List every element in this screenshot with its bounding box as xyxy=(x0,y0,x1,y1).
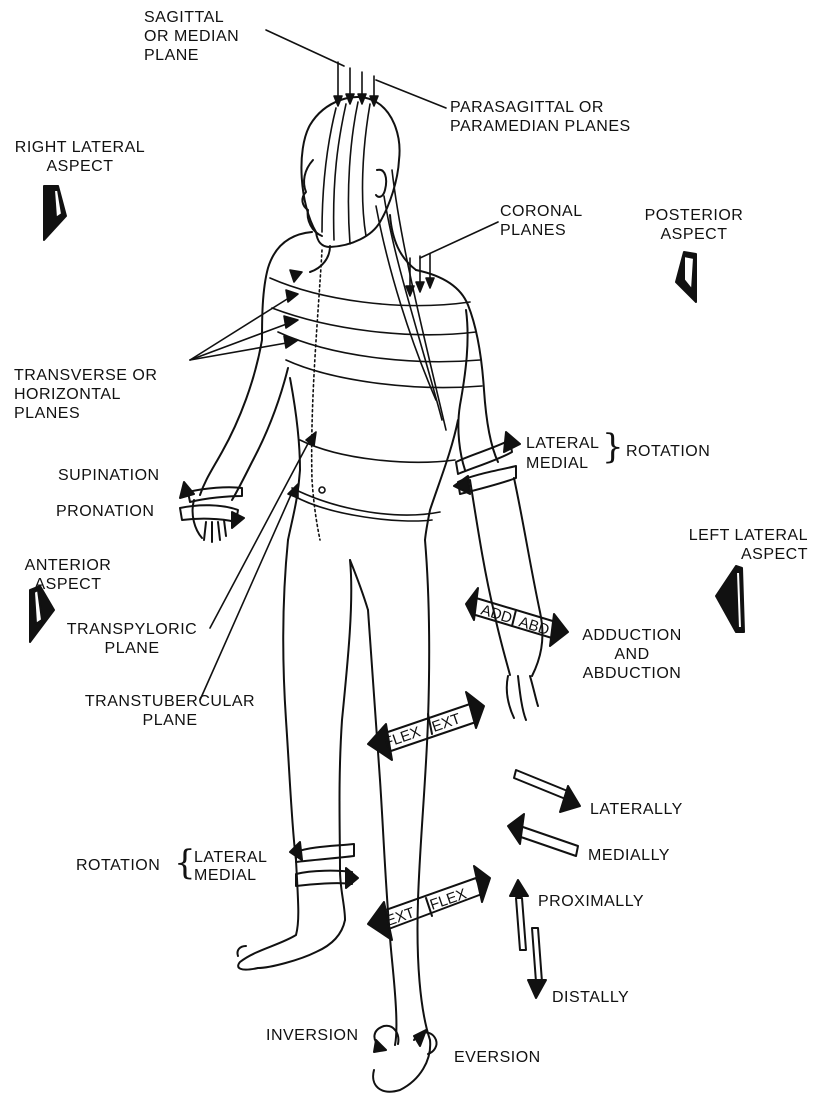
sagittal-line-4 xyxy=(363,104,370,236)
proximally-label: PROXIMALLY xyxy=(538,892,644,911)
medially-arrow xyxy=(518,826,578,856)
sagittal-planes xyxy=(266,30,446,244)
coronal-line-1 xyxy=(392,170,446,430)
distally-label: DISTALLY xyxy=(552,988,629,1007)
coronal-planes xyxy=(376,170,498,430)
neck-left xyxy=(310,246,330,272)
right-forearm xyxy=(470,480,510,675)
right-shoulder xyxy=(416,270,498,462)
transverse-arrowheads xyxy=(284,270,302,348)
leg-flex-label: FLEX xyxy=(428,885,469,913)
proximally-arrowhead xyxy=(510,880,528,896)
transverse-line-2 xyxy=(272,308,476,335)
left-foot xyxy=(258,920,345,968)
laterally-arrow xyxy=(514,770,570,800)
adduction-abduction-label: ADDUCTION AND ABDUCTION xyxy=(570,626,694,683)
transtubercular-plane-label: TRANSTUBERCULAR PLANE xyxy=(72,692,268,730)
ear xyxy=(376,170,386,197)
transverse-line-4 xyxy=(286,360,482,388)
arm-medial-label: MEDIAL xyxy=(526,454,589,473)
torso-right-side xyxy=(425,420,458,540)
medially-label: MEDIALLY xyxy=(588,846,670,865)
sagittal-plane-label: SAGITTAL OR MEDIAN PLANE xyxy=(144,8,239,65)
rotation-bands xyxy=(180,432,520,1054)
wrist-band-supination xyxy=(188,487,242,502)
arrowheads-sagittal xyxy=(334,94,378,106)
leader-sagittal xyxy=(266,30,344,66)
ankle-band-lateral xyxy=(296,844,354,862)
medially-arrowhead xyxy=(508,814,524,844)
arm-rotation-brace: } xyxy=(602,430,624,464)
right-hand xyxy=(507,676,538,720)
sagittal-line-3 xyxy=(348,102,358,244)
laterally-label: LATERALLY xyxy=(590,800,683,819)
pronation-label: PRONATION xyxy=(56,502,154,521)
thigh-ext-label: EXT xyxy=(430,710,463,736)
left-toes xyxy=(237,946,246,956)
right-lateral-aspect-label: RIGHT LATERAL ASPECT xyxy=(6,138,154,176)
right-forearm-outer xyxy=(514,478,542,676)
transverse-line-1 xyxy=(270,278,470,306)
transpyloric-band xyxy=(300,440,455,462)
leader-transtubercular xyxy=(200,488,294,700)
ankle-lateral-label: LATERAL xyxy=(194,848,267,867)
transverse-planes xyxy=(190,250,482,700)
abd-arrowhead xyxy=(550,614,568,646)
left-leg-outer xyxy=(238,540,298,970)
ankle-band-medial xyxy=(296,871,352,886)
ankle-medial-label: MEDIAL xyxy=(194,866,257,885)
ankle-rotation-brace: { xyxy=(174,846,196,880)
navel xyxy=(319,487,325,493)
thigh-ext-arrowhead xyxy=(466,692,484,728)
anterior-aspect-label: ANTERIOR ASPECT xyxy=(12,556,124,594)
movement-bands xyxy=(368,588,568,940)
abd-band-label: ABD xyxy=(517,614,552,639)
eversion-label: EVERSION xyxy=(454,1048,541,1067)
ankle-arrowheads xyxy=(290,842,358,888)
leader-parasagittal xyxy=(376,80,446,108)
leader-coronal xyxy=(420,222,498,258)
distally-arrow xyxy=(532,928,542,982)
wrist-band-pronation xyxy=(180,505,238,522)
right-leg-inner xyxy=(368,610,396,1045)
waist-band-lower xyxy=(294,496,432,521)
transtubercular-arrowhead xyxy=(288,484,298,498)
arm-rotation-label: ROTATION xyxy=(626,442,710,461)
transverse-line-3 xyxy=(278,332,480,362)
foot-arrowheads xyxy=(374,1030,426,1052)
torso-left-side xyxy=(288,378,300,540)
distally-arrowhead xyxy=(528,980,546,998)
inversion-label: INVERSION xyxy=(266,1026,359,1045)
coronal-planes-label: CORONAL PLANES xyxy=(500,202,583,240)
transpyloric-plane-label: TRANSPYLORIC PLANE xyxy=(58,620,206,658)
crotch xyxy=(350,560,368,610)
arm-lateral-label: LATERAL xyxy=(526,434,599,453)
human-figure xyxy=(193,97,543,1092)
supination-label: SUPINATION xyxy=(58,466,160,485)
left-lateral-aspect-label: LEFT LATERAL ASPECT xyxy=(666,526,808,564)
parasagittal-planes-label: PARASAGITTAL OR PARAMEDIAN PLANES xyxy=(450,98,631,136)
transverse-planes-label: TRANSVERSE OR HORIZONTAL PLANES xyxy=(14,366,157,423)
sagittal-line-2 xyxy=(334,104,346,240)
proximally-arrow xyxy=(516,898,526,950)
ankle-rotation-label: ROTATION xyxy=(76,856,160,875)
left-lateral-marker-face xyxy=(736,572,742,628)
posterior-aspect-label: POSTERIOR ASPECT xyxy=(636,206,752,244)
left-leg-inner xyxy=(340,560,352,920)
direction-arrows xyxy=(508,770,580,998)
coronal-line-3 xyxy=(376,206,436,400)
left-arm-inner xyxy=(232,368,288,500)
